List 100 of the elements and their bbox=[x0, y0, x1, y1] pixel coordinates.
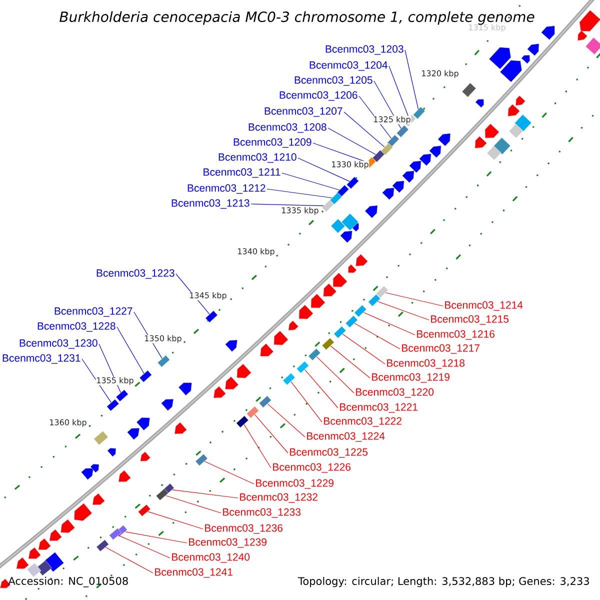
gene-glyph bbox=[92, 493, 105, 506]
gene-label: Bcenmc03_1218 bbox=[387, 359, 465, 369]
leader-line bbox=[316, 356, 354, 394]
gene-glyph bbox=[541, 26, 555, 40]
tick-label: 1355 kbp bbox=[96, 376, 134, 386]
gene-glyph bbox=[38, 538, 51, 550]
leader-line bbox=[244, 424, 272, 468]
gene-label: Bcenmc03_1210 bbox=[218, 153, 296, 163]
gene-glyph bbox=[107, 448, 116, 457]
gene-glyph bbox=[578, 30, 588, 41]
leader-line bbox=[105, 546, 154, 574]
gene-glyph bbox=[60, 519, 76, 534]
gene-label: Bcenmc03_1232 bbox=[240, 493, 318, 503]
gene-label: Bcenmc03_1231 bbox=[2, 354, 80, 364]
gene-glyph bbox=[310, 294, 326, 308]
gene-glyph bbox=[298, 304, 314, 320]
gene-label: Bcenmc03_1224 bbox=[307, 432, 385, 442]
gene-glyph bbox=[409, 160, 422, 173]
gene-label: Bcenmc03_1227 bbox=[54, 307, 132, 317]
gene-label: Bcenmc03_1212 bbox=[188, 184, 266, 194]
gene-label: Bcenmc03_1219 bbox=[372, 373, 450, 383]
gene-glyph bbox=[332, 272, 348, 288]
tick-label: 1315 kbp bbox=[468, 24, 506, 32]
leader-line bbox=[250, 204, 324, 206]
gene-block bbox=[109, 528, 122, 540]
gene-label: Bcenmc03_1208 bbox=[248, 123, 326, 133]
gene-label: Bcenmc03_1226 bbox=[273, 463, 351, 473]
gene-block bbox=[106, 399, 120, 412]
accession-text: Accession: NC_010508 bbox=[8, 576, 128, 588]
leader-line bbox=[82, 358, 112, 403]
gene-glyph bbox=[323, 283, 337, 297]
gene-label: Bcenmc03_1217 bbox=[402, 344, 480, 354]
gene-block bbox=[341, 213, 359, 231]
gene-glyph bbox=[392, 180, 404, 193]
leader-line bbox=[172, 490, 238, 498]
gene-glyph bbox=[161, 398, 174, 411]
gene-glyph bbox=[178, 382, 192, 396]
leader-line bbox=[254, 414, 288, 454]
gene-glyph bbox=[527, 43, 540, 56]
gene-block bbox=[96, 540, 109, 552]
gene-glyph bbox=[213, 386, 226, 398]
leader-line bbox=[385, 292, 444, 306]
gene-label: Bcenmc03_1241 bbox=[155, 568, 232, 578]
gene-block bbox=[372, 150, 385, 162]
gene-block bbox=[486, 146, 502, 160]
gene-block bbox=[387, 134, 400, 148]
gene-glyph bbox=[488, 47, 512, 70]
gene-label: Bcenmc03_1228 bbox=[38, 322, 116, 332]
leader-line bbox=[354, 322, 400, 350]
gene-block bbox=[116, 390, 128, 402]
gene-label: Bcenmc03_1214 bbox=[445, 301, 523, 311]
leader-line bbox=[118, 535, 170, 558]
leader-line bbox=[344, 112, 385, 148]
gene-block bbox=[585, 37, 600, 55]
gene-glyph bbox=[49, 529, 62, 541]
gene-block bbox=[462, 82, 476, 98]
leader-line bbox=[148, 511, 204, 530]
gene-block bbox=[296, 361, 309, 374]
leader-line bbox=[388, 66, 409, 118]
gene-glyph bbox=[16, 557, 29, 570]
gene-glyph bbox=[74, 503, 92, 522]
gene-glyph bbox=[364, 205, 378, 218]
gene-block bbox=[508, 124, 524, 138]
gene-label: Bcenmc03_1239 bbox=[189, 538, 266, 548]
gene-label: Bcenmc03_1229 bbox=[256, 479, 334, 489]
gene-block bbox=[138, 504, 151, 516]
topology-text: Topology: circular; Length: 3,532,883 bp; Genes: 3,233 bbox=[298, 576, 590, 588]
gene-block bbox=[412, 106, 426, 120]
tick-label: 1335 kbp bbox=[280, 206, 320, 216]
gene-block bbox=[330, 218, 346, 234]
gene-label: Bcenmc03_1209 bbox=[234, 138, 312, 148]
gene-glyph bbox=[356, 254, 368, 266]
tick-label: 1360 kbp bbox=[48, 418, 88, 428]
gene-block bbox=[308, 348, 321, 361]
gene-block bbox=[345, 315, 358, 328]
gene-block bbox=[139, 370, 152, 382]
gene-label: Bcenmc03_1204 bbox=[310, 61, 388, 71]
gene-block bbox=[258, 396, 272, 408]
gene-block bbox=[514, 114, 532, 132]
leader-line bbox=[363, 312, 416, 336]
gene-block bbox=[380, 142, 394, 156]
gene-block bbox=[354, 304, 367, 318]
leader-line bbox=[290, 381, 322, 422]
gene-block bbox=[26, 562, 42, 578]
gene-glyph bbox=[260, 343, 274, 357]
gene-block bbox=[44, 552, 64, 572]
gene-glyph bbox=[438, 133, 451, 146]
gene-label: Bcenmc03_1211 bbox=[204, 168, 280, 178]
gene-label: Bcenmc03_1220 bbox=[356, 388, 434, 398]
gene-block bbox=[346, 176, 359, 189]
gene-label: Bcenmc03_1222 bbox=[324, 417, 402, 427]
gene-glyph bbox=[500, 60, 522, 82]
gene-glyph bbox=[140, 452, 151, 462]
leader-line bbox=[165, 495, 222, 514]
gene-glyph bbox=[521, 54, 530, 64]
gene-block bbox=[94, 430, 108, 446]
gene-glyph bbox=[81, 468, 94, 480]
gene-glyph bbox=[508, 104, 520, 117]
leader-line bbox=[282, 172, 340, 190]
gene-block bbox=[157, 355, 170, 368]
